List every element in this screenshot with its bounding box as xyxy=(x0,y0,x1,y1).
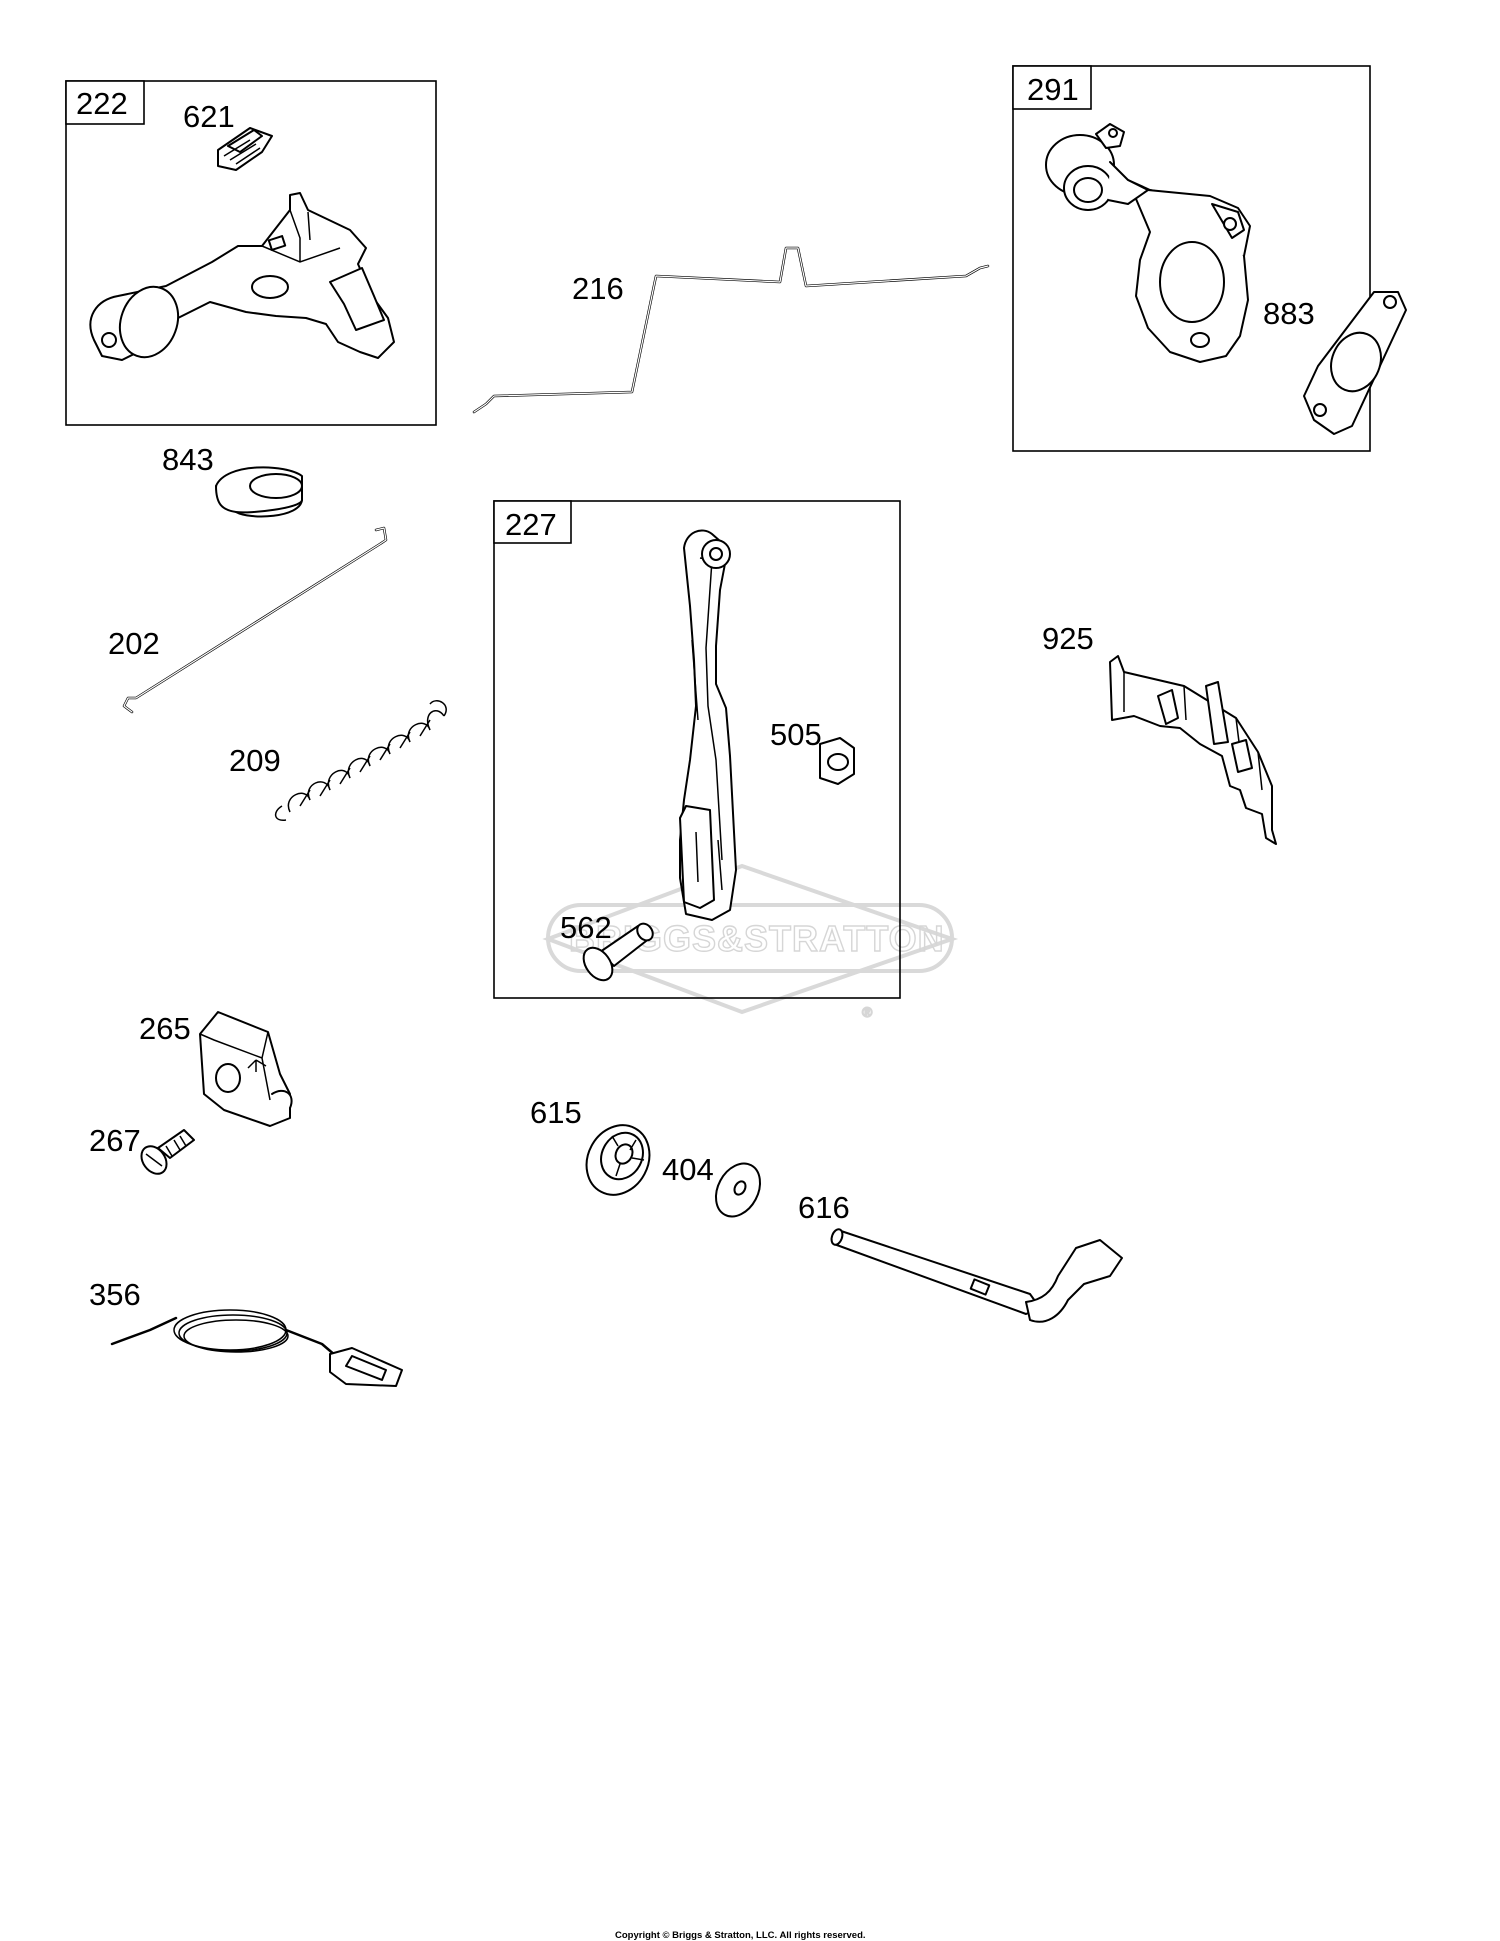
part-621-label: 621 xyxy=(183,99,235,134)
part-216-label: 216 xyxy=(572,271,624,306)
part-505-nut[interactable] xyxy=(819,737,855,785)
group-222: 222 621 xyxy=(65,80,437,426)
part-267-label: 267 xyxy=(89,1123,141,1158)
group-227-label: 227 xyxy=(505,507,557,542)
part-883-label: 883 xyxy=(1263,296,1315,331)
part-505-label: 505 xyxy=(770,717,822,752)
group-291-frame xyxy=(1012,65,1371,452)
group-222-frame xyxy=(65,80,437,426)
part-267-screw[interactable] xyxy=(136,1129,195,1179)
part-209-spring[interactable] xyxy=(274,700,447,821)
part-265-label: 265 xyxy=(139,1011,191,1046)
part-843-sleeve[interactable] xyxy=(215,466,303,518)
group-222-label: 222 xyxy=(76,86,128,121)
part-621-clip[interactable] xyxy=(217,127,273,171)
part-615-label: 615 xyxy=(530,1095,582,1130)
part-404-washer[interactable] xyxy=(707,1156,769,1224)
group-227-frame xyxy=(493,500,901,999)
part-356-label: 356 xyxy=(89,1277,141,1312)
part-562-pin[interactable] xyxy=(578,921,656,986)
part-216-rod[interactable] xyxy=(472,246,990,414)
part-222-bracket[interactable] xyxy=(89,192,395,365)
part-615-grommet[interactable] xyxy=(575,1114,662,1206)
part-616-label: 616 xyxy=(798,1190,850,1225)
group-227-tag xyxy=(493,500,572,544)
copyright-footer: Copyright © Briggs & Stratton, LLC. All … xyxy=(615,1930,866,1941)
group-291-label: 291 xyxy=(1027,72,1079,107)
part-404-label: 404 xyxy=(662,1152,714,1187)
group-291: 291 883 xyxy=(1012,65,1407,452)
part-562-label: 562 xyxy=(560,910,612,945)
part-209-label: 209 xyxy=(229,743,281,778)
part-925-cover[interactable] xyxy=(1109,655,1277,845)
part-616-shaft[interactable] xyxy=(830,1228,1123,1323)
group-291-tag xyxy=(1012,65,1092,110)
watermark-mark: ® xyxy=(862,1004,873,1020)
part-291-choke-assembly[interactable] xyxy=(1045,123,1251,363)
group-227: 227 505 562 xyxy=(493,500,901,999)
part-202-label: 202 xyxy=(108,626,160,661)
part-883-gasket[interactable] xyxy=(1303,291,1407,435)
part-843-label: 843 xyxy=(162,442,214,477)
part-227-lever[interactable] xyxy=(679,529,737,921)
part-356-wire[interactable] xyxy=(110,1309,403,1387)
part-265-bracket[interactable] xyxy=(199,1011,293,1127)
part-925-label: 925 xyxy=(1042,621,1094,656)
group-222-tag xyxy=(65,80,145,125)
part-202-link[interactable] xyxy=(122,526,388,714)
